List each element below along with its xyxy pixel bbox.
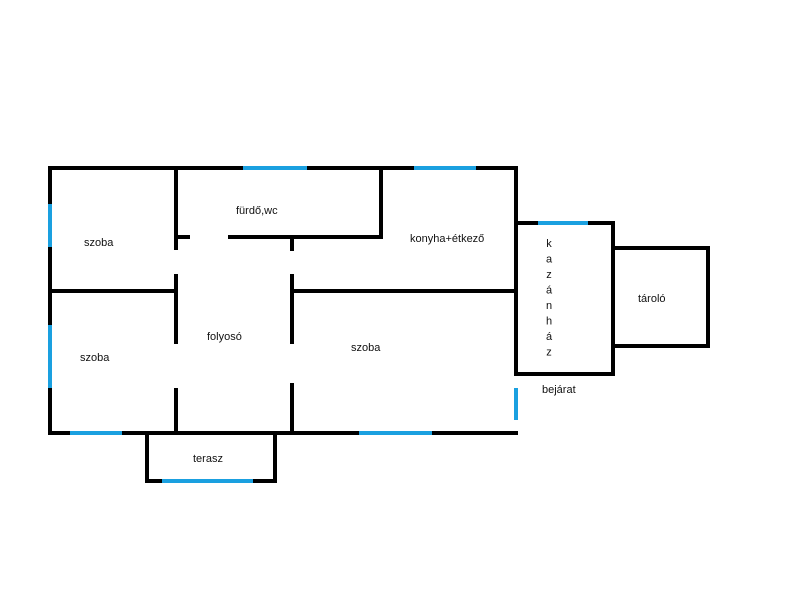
windows xyxy=(48,166,588,483)
room-labels: szoba fürdő,wc konyha+étkező szoba folyo… xyxy=(80,205,666,465)
label-folyoso: folyosó xyxy=(207,331,242,343)
kazanhaz-letter: k xyxy=(546,238,552,250)
label-szoba-bottom-left: szoba xyxy=(80,352,110,364)
walls xyxy=(48,166,710,483)
kazanhaz-letter: h xyxy=(546,316,552,328)
label-terasz: terasz xyxy=(193,453,223,465)
label-konyha: konyha+étkező xyxy=(410,233,484,245)
label-bejarat: bejárat xyxy=(542,384,576,396)
kazanhaz-letter: z xyxy=(546,269,552,281)
kazanhaz-letter: n xyxy=(546,300,552,312)
label-szoba-big: szoba xyxy=(351,342,381,354)
kazanhaz-letter: z xyxy=(546,347,552,359)
label-szoba-top-left: szoba xyxy=(84,237,114,249)
label-tarolo: tároló xyxy=(638,293,666,305)
label-furdo: fürdő,wc xyxy=(236,205,278,217)
kazanhaz-letter: a xyxy=(546,254,553,266)
kazanhaz-letter: á xyxy=(546,285,553,297)
kazanhaz-letter: á xyxy=(546,331,553,343)
